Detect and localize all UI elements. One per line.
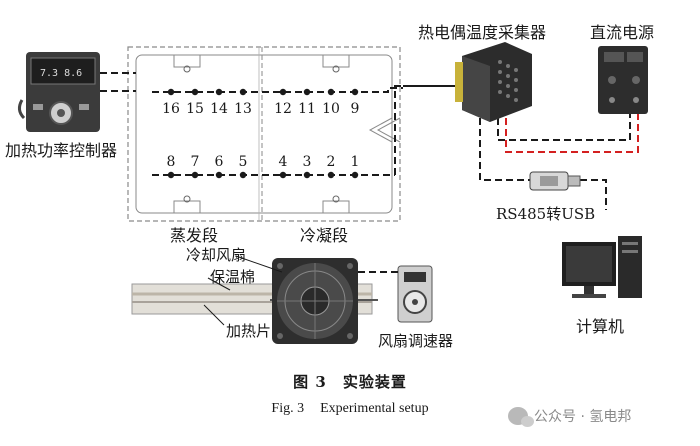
- thermocouple-dot: [191, 171, 199, 179]
- leader-lines: [203, 255, 283, 326]
- tc-label: 8: [167, 154, 176, 170]
- caption-en-title: Experimental setup: [320, 401, 429, 416]
- label-insulation: 保温棉: [210, 268, 255, 286]
- thermocouple-dots: [167, 88, 359, 179]
- caption-cn-fig: 图 3: [293, 373, 327, 391]
- label-rs485: RS485转USB: [496, 205, 595, 223]
- tc-label: 11: [298, 101, 316, 117]
- tc-label: 2: [327, 154, 336, 170]
- label-heater-pad: 加热片: [226, 322, 271, 340]
- label-dc-power: 直流电源: [590, 23, 654, 42]
- figure-caption-english: Fig. 3 Experimental setup: [0, 401, 700, 417]
- thermocouple-dot: [351, 88, 359, 96]
- dc-power-supply: [598, 46, 648, 114]
- thermocouple-labels-bottom: 8 7 6 5 4 3 2 1: [167, 154, 360, 170]
- figure-caption-chinese: 图 3 实验装置: [0, 371, 700, 392]
- thermocouple-dot: [239, 171, 247, 179]
- tc-label: 1: [351, 154, 360, 170]
- tc-label: 7: [191, 154, 200, 170]
- thermocouple-dot: [279, 88, 287, 96]
- thermocouple-labels-top: 16 15 14 13 12 11 10 9: [162, 101, 359, 117]
- cooling-fan: [272, 258, 358, 344]
- tc-label: 3: [303, 154, 312, 170]
- label-tc-logger: 热电偶温度采集器: [418, 23, 546, 42]
- thermocouple-dot: [215, 88, 223, 96]
- tc-label: 16: [162, 101, 180, 117]
- tc-label: 12: [274, 101, 292, 117]
- heating-power-controller: 7.3 8.6: [17, 52, 100, 132]
- caption-cn-title: 实验装置: [342, 373, 407, 391]
- tc-label: 6: [215, 154, 224, 170]
- watermark-text: 公众号 · 氢电邦: [534, 409, 632, 425]
- thermocouple-logger: [455, 42, 532, 122]
- tc-label: 5: [239, 154, 248, 170]
- tc-label: 15: [186, 101, 204, 117]
- fan-speed-controller: [397, 265, 433, 323]
- thermocouple-dot: [167, 171, 175, 179]
- tc-label: 14: [210, 101, 228, 117]
- label-fan-speed-controller: 风扇调速器: [378, 332, 453, 350]
- thermocouple-dot: [303, 171, 311, 179]
- label-evaporator: 蒸发段: [170, 226, 218, 245]
- caption-en-fig: Fig. 3: [271, 401, 305, 416]
- thermocouple-dot: [303, 88, 311, 96]
- tc-label: 13: [234, 101, 252, 117]
- tc-label: 4: [279, 154, 288, 170]
- rs485-usb-converter: [529, 171, 581, 191]
- computer: [562, 236, 642, 298]
- label-computer: 计算机: [576, 317, 624, 336]
- thermocouple-dot: [327, 88, 335, 96]
- thermocouple-dot: [327, 171, 335, 179]
- svg-text:7.3 8.6: 7.3 8.6: [40, 68, 82, 79]
- thermocouple-dot: [279, 171, 287, 179]
- thermocouple-dot: [351, 171, 359, 179]
- watermark: 公众号 · 氢电邦: [508, 404, 698, 428]
- label-cooling-fan: 冷却风扇: [186, 246, 246, 264]
- thermocouple-dot: [191, 88, 199, 96]
- label-condenser: 冷凝段: [300, 226, 348, 245]
- thermocouple-dot: [167, 88, 175, 96]
- label-heater-controller: 加热功率控制器: [5, 141, 117, 160]
- tc-label: 10: [322, 101, 340, 117]
- tc-label: 9: [351, 101, 360, 117]
- thermocouple-dot: [239, 88, 247, 96]
- red-wire: [505, 112, 639, 153]
- thermocouple-dot: [215, 171, 223, 179]
- wechat-icon: [508, 407, 534, 427]
- heat-pipe-board: [127, 46, 401, 222]
